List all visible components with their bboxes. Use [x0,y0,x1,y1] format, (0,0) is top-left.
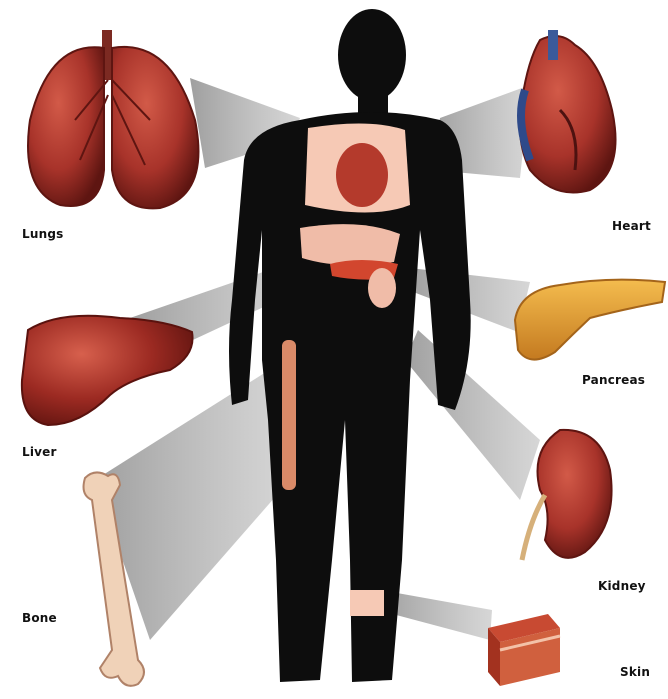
label-bone: Bone [22,611,57,625]
lungs-icon [28,30,198,208]
pancreas-icon [515,280,665,360]
label-kidney: Kidney [598,579,646,593]
label-skin: Skin [620,665,650,679]
skin-icon [488,614,560,686]
heart-icon [520,30,616,193]
label-heart: Heart [612,219,651,233]
label-pancreas: Pancreas [582,373,645,387]
label-liver: Liver [22,445,57,459]
label-lungs: Lungs [22,227,63,241]
liver-icon [22,316,193,425]
beam-kidney [405,330,540,500]
